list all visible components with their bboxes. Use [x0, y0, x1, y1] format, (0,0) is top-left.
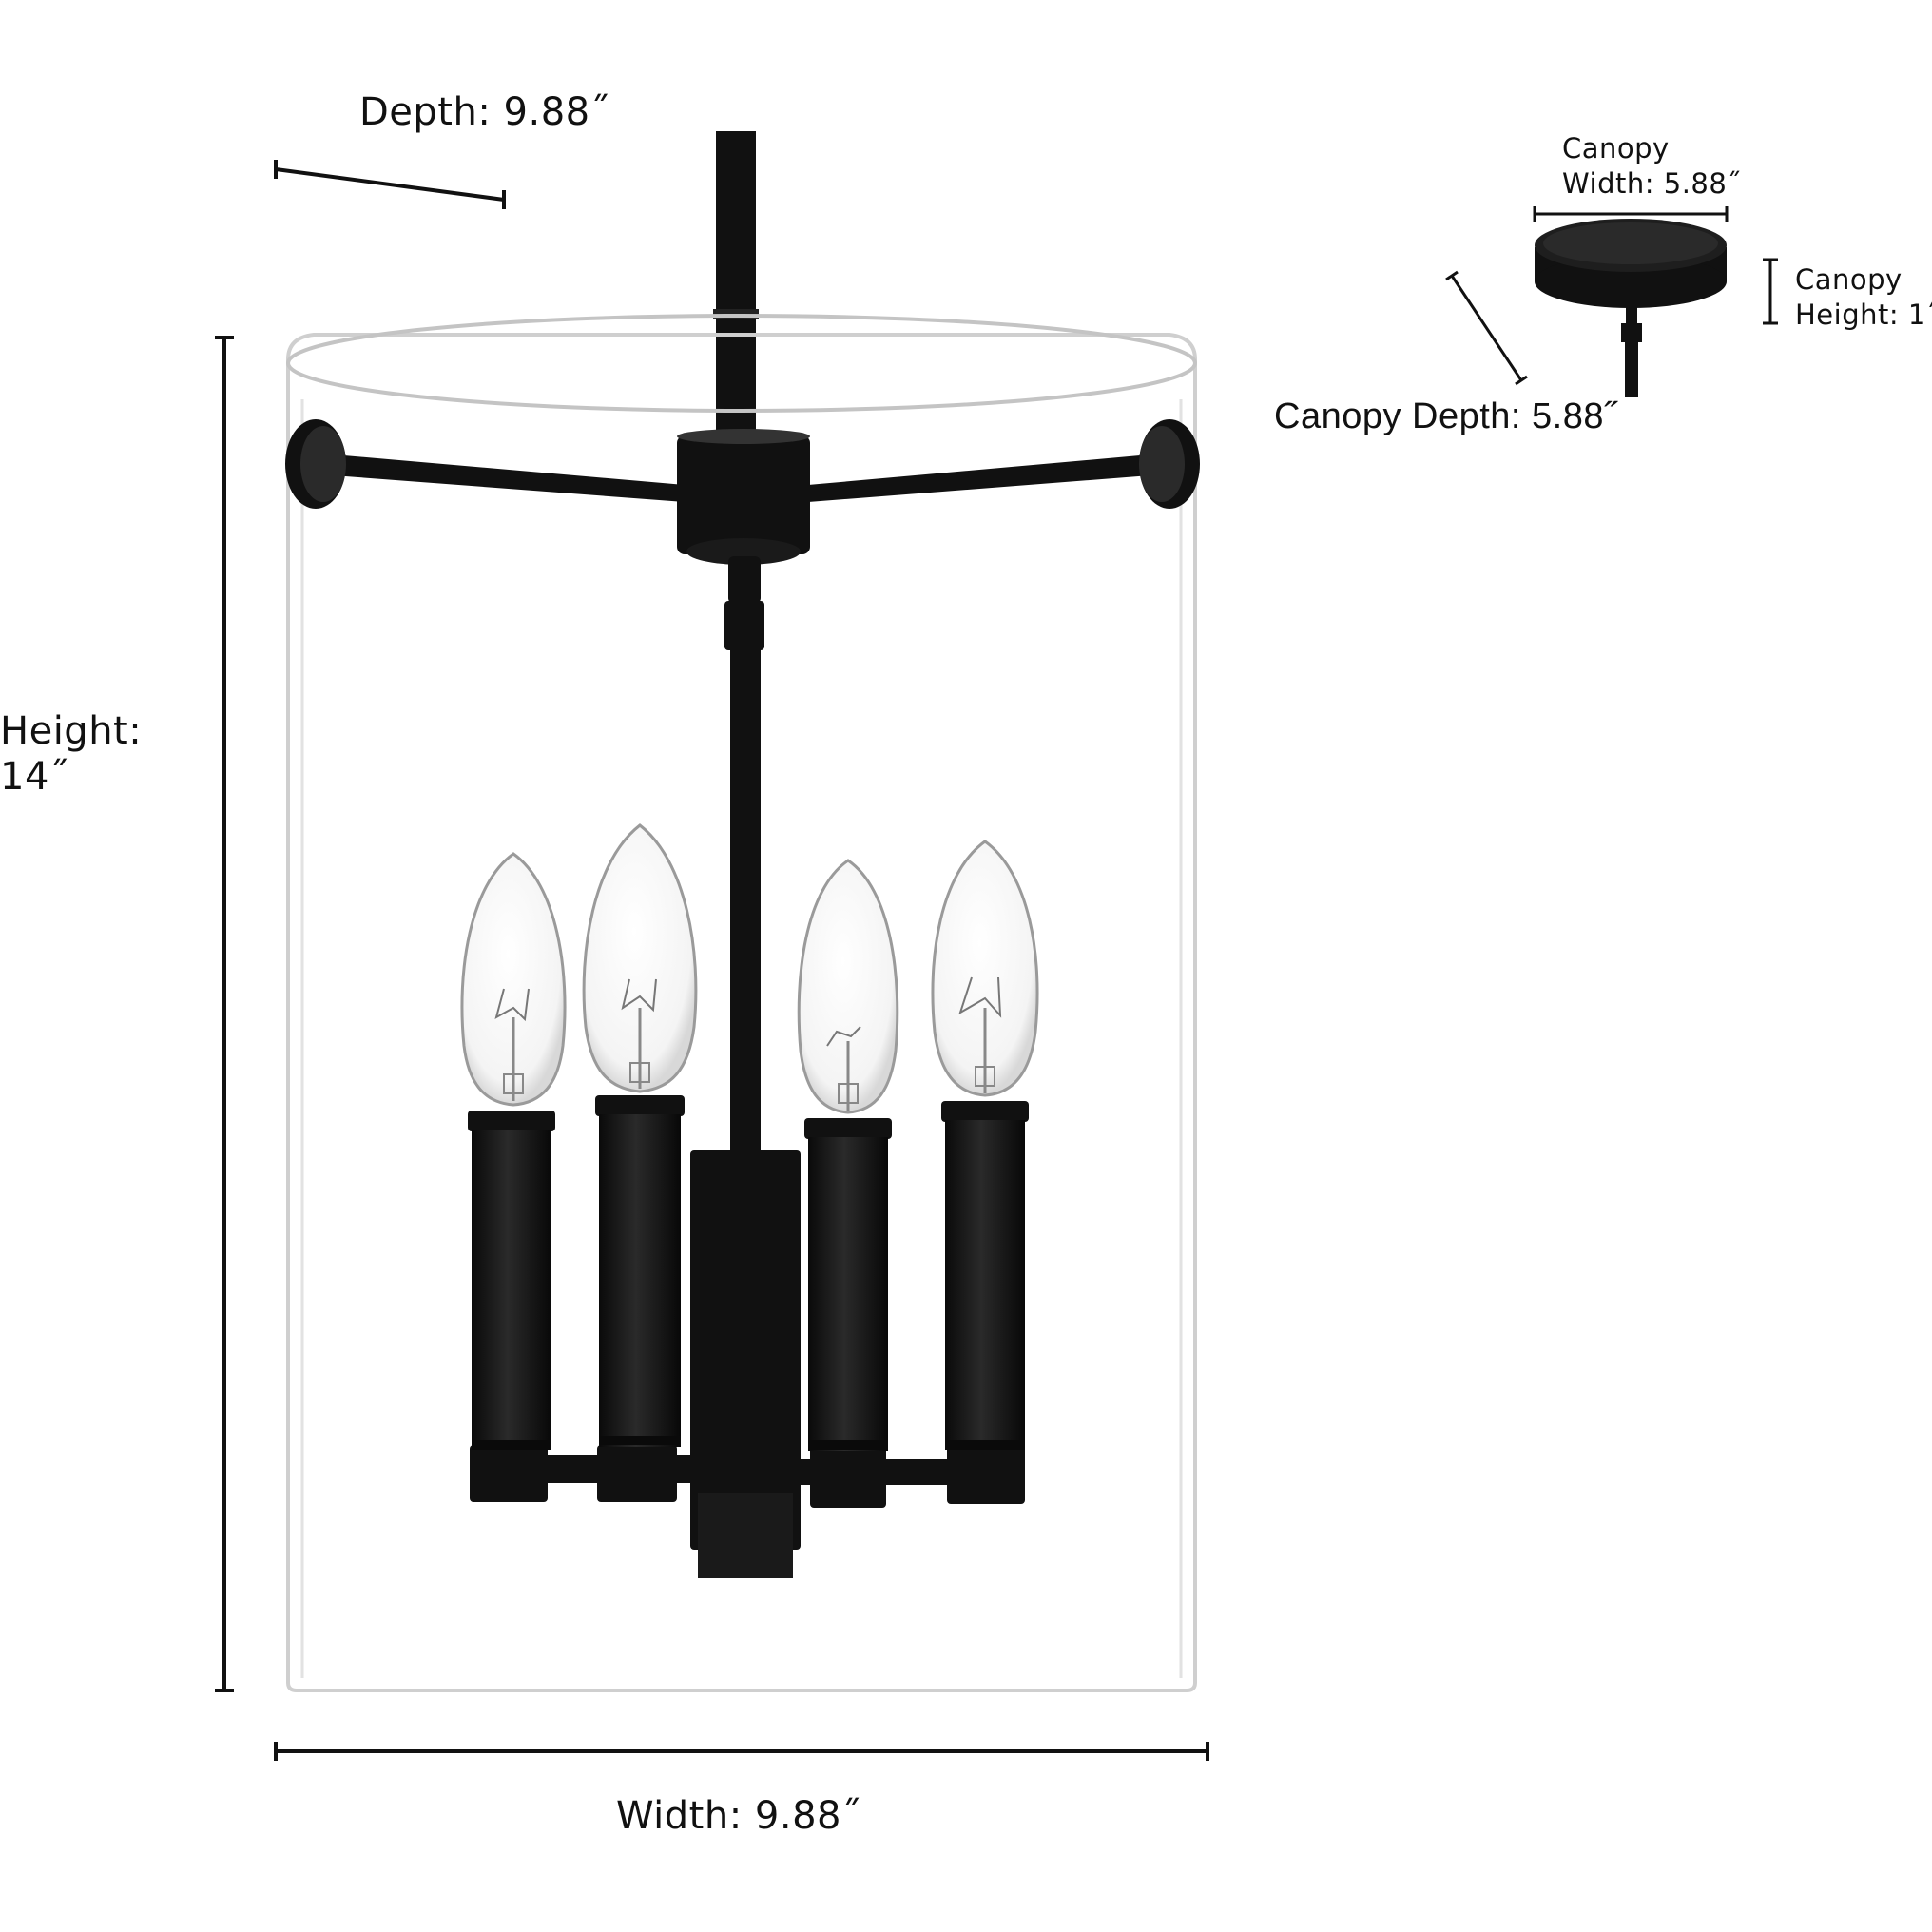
candle-sleeve-3	[804, 1118, 892, 1451]
crossbar-hub	[677, 435, 810, 554]
candle-base-arms	[470, 1445, 1025, 1508]
height-label-line2: 14˝	[0, 755, 69, 799]
canopy-height-label-line1: Canopy	[1795, 263, 1903, 296]
canopy-icon	[1535, 219, 1727, 397]
depth-dimension-line	[274, 160, 506, 209]
canopy-depth-label: Canopy Depth: 5.88˝	[1274, 396, 1617, 436]
canopy-width-line	[1533, 206, 1729, 222]
canopy-height-label: Canopy Height: 1˝	[1795, 262, 1932, 333]
canopy-height-line	[1763, 258, 1778, 325]
width-label: Width: 9.88˝	[616, 1794, 861, 1838]
candelabra-bulb-icon	[797, 859, 899, 1114]
center-stem	[690, 556, 801, 1578]
canopy-height-label-line2: Height: 1˝	[1795, 299, 1932, 332]
height-label-line1: Height:	[0, 709, 143, 753]
candelabra-bulb-icon	[460, 852, 567, 1107]
candle-sleeve-1	[468, 1111, 555, 1450]
canopy-width-label-line1: Canopy	[1562, 132, 1670, 164]
candle-sleeve-2	[595, 1095, 685, 1447]
glass-top-rim	[286, 314, 1197, 413]
canopy-width-label-line2: Width: 5.88˝	[1562, 167, 1742, 201]
glass-shade	[286, 314, 1197, 1692]
canopy-depth-line	[1445, 270, 1528, 386]
downrod	[716, 131, 756, 440]
crossbar	[333, 429, 1150, 565]
height-label: Height: 14˝	[0, 708, 142, 800]
candle-sleeve-4	[941, 1101, 1029, 1450]
right-glass-clip	[1139, 419, 1200, 509]
canopy-width-label: Canopy Width: 5.88˝	[1562, 131, 1741, 202]
depth-label: Depth: 9.88˝	[359, 90, 610, 134]
candelabra-bulb-icon	[582, 823, 698, 1093]
width-dimension-line	[274, 1742, 1209, 1761]
candelabra-bulb-icon	[931, 840, 1039, 1097]
left-glass-clip	[285, 419, 346, 509]
downrod-joint	[713, 309, 759, 319]
height-dimension-line	[215, 336, 234, 1692]
